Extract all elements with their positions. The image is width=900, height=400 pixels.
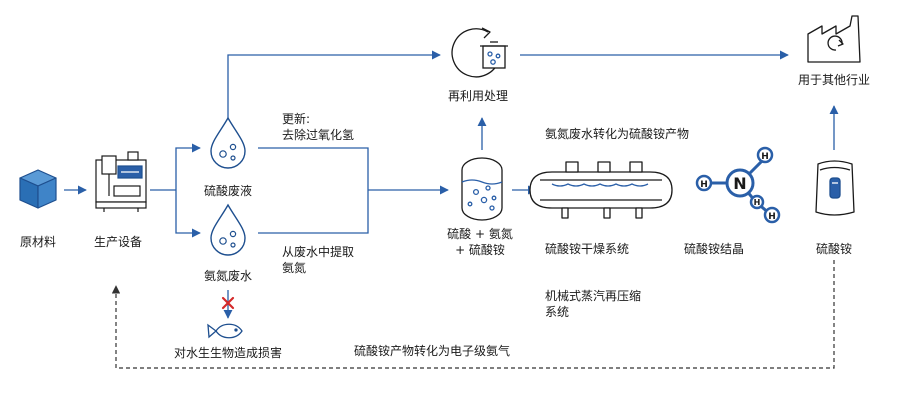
convert-note: 氨氮废水转化为硫酸铵产物 — [545, 127, 690, 141]
harm-label: 对水生生物造成损害 — [173, 346, 283, 360]
arrow-top-to-reuse — [227, 50, 441, 120]
molecule-icon: N H H H H — [695, 146, 781, 224]
bag-icon — [815, 160, 855, 216]
sulfuric-waste-label: 硫酸废液 — [203, 184, 253, 198]
other-industry-label: 用于其他行业 — [797, 73, 871, 87]
molecule-atom-h3: H — [754, 198, 761, 207]
cube-icon — [19, 169, 57, 209]
line-sulfuric-merge — [258, 147, 369, 190]
ammonia-droplet-icon — [210, 203, 246, 256]
production-equipment-label: 生产设备 — [93, 235, 143, 249]
sulfuric-droplet-icon — [210, 116, 246, 169]
machine-icon — [95, 151, 147, 212]
tank-icon — [461, 157, 503, 221]
raw-material-label: 原材料 — [19, 235, 57, 249]
mvr-note: 机械式蒸汽再压缩 系统 — [545, 289, 642, 319]
arrow-to-ammonia — [175, 190, 201, 238]
product-label: 硫酸铵 — [815, 242, 853, 256]
extract-note: 从废水中提取 氨氮 — [282, 245, 355, 275]
line-ammonia-merge — [258, 190, 369, 234]
molecule-atom-h2: H — [700, 180, 708, 190]
cross-icon — [221, 296, 235, 310]
reuse-label: 再利用处理 — [447, 89, 509, 103]
return-note: 硫酸铵产物转化为电子级氨气 — [354, 344, 511, 358]
recycle-icon — [451, 27, 508, 78]
arrow-to-sulfuric — [175, 143, 201, 190]
crystal-label: 硫酸铵结晶 — [684, 242, 745, 256]
factory-icon — [807, 15, 861, 63]
mix-label: 硫酸 + 氨氮 + 硫酸铵 — [447, 227, 513, 257]
molecule-center-atom: N — [733, 174, 746, 193]
ammonia-waste-label: 氨氮废水 — [203, 269, 253, 283]
molecule-atom-h4: H — [768, 212, 776, 222]
update-note: 更新: 去除过氧化氢 — [282, 112, 355, 142]
molecule-atom-h1: H — [761, 152, 769, 162]
dryer-icon — [529, 161, 673, 219]
fish-icon — [207, 323, 243, 339]
dryer-label: 硫酸铵干燥系统 — [545, 242, 630, 256]
